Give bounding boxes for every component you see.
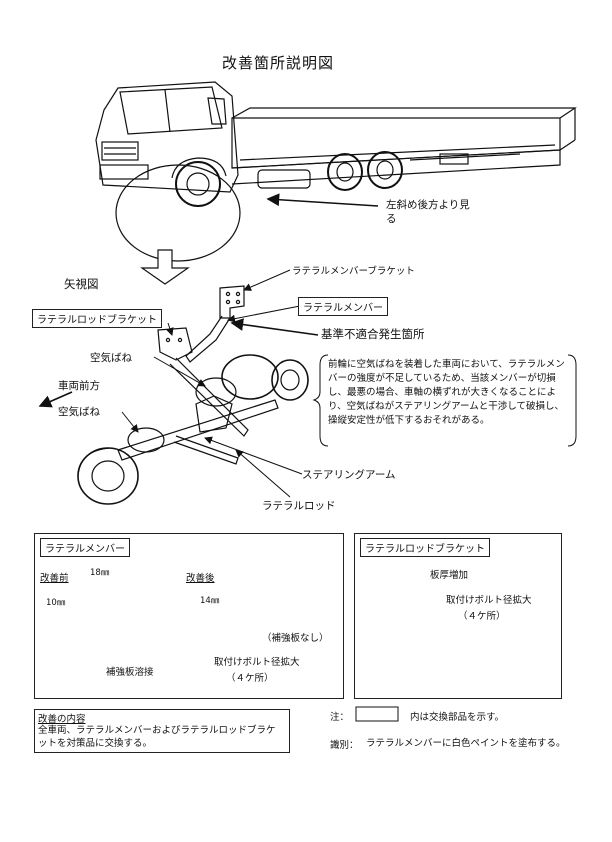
air-spring-lower-label: 空気ばね [58, 406, 100, 418]
after-label: 改善後 [186, 573, 215, 584]
truck-illustration [95, 81, 577, 207]
view-arrow [140, 249, 190, 285]
axle-assembly-illustration [77, 285, 309, 505]
before-label: 改善前 [40, 573, 69, 584]
lateral-rod-bracket-tag: ラテラルロッドブラケット [32, 309, 162, 328]
lateral-member-panel-header: ラテラルメンバー [40, 538, 130, 557]
view-label: 矢視図 [64, 277, 99, 291]
page-title: 改善箇所説明図 [222, 54, 335, 72]
nonconformity-description: 前輪に空気ばねを装着した車両において、ラテラルメンバーの強度が不足しているため、… [328, 359, 565, 426]
view-direction-note: 左斜め後方より見る [386, 199, 470, 225]
improvement-box [34, 709, 290, 753]
improvement-heading: 改善の内容 [38, 714, 86, 725]
weld-note: 補強板溶接 [106, 667, 154, 678]
view-direction-arrow [266, 193, 379, 207]
lateral-member-bracket-label: ラテラルメンバーブラケット [292, 266, 415, 277]
identification-prefix: 識別： [330, 740, 359, 751]
legend-sample-box [355, 706, 399, 722]
identification-text: ラテラルメンバーに白色ペイントを塗布する。 [366, 738, 566, 749]
steering-arm-label: ステアリングアーム [302, 469, 396, 481]
vehicle-front-label: 車両前方 [58, 380, 100, 392]
no-plate-note: （補強板なし） [262, 633, 329, 644]
legend-text: 内は交換部品を示す。 [410, 712, 505, 723]
focus-circle [115, 164, 241, 262]
bracket-bolt-count: （４ケ所） [458, 611, 506, 622]
member-bolt-note: 取付けボルト径拡大 [214, 657, 300, 668]
dim-10: 10㎜ [46, 598, 66, 608]
note-brace [312, 354, 329, 447]
lateral-rod-bracket-panel [354, 533, 562, 699]
lateral-rod-label: ラテラルロッド [262, 500, 336, 512]
lateral-member-tag: ラテラルメンバー [298, 297, 388, 316]
member-bolt-count: （４ケ所） [226, 673, 274, 684]
note-brace-right [567, 354, 577, 447]
legend-prefix: 注： [330, 712, 350, 723]
bracket-bolt-note: 取付けボルト径拡大 [446, 595, 532, 606]
lateral-rod-bracket-panel-header: ラテラルロッドブラケット [360, 538, 490, 557]
thickness-note: 板厚増加 [430, 570, 469, 581]
dim-18: 18㎜ [90, 568, 110, 578]
air-spring-upper-label: 空気ばね [90, 352, 132, 364]
dim-14: 14㎜ [200, 596, 220, 606]
nonconformity-label: 基準不適合発生箇所 [321, 327, 425, 341]
improvement-body: 全車両、ラテラルメンバーおよびラテラルロッドブラケットを対策品に交換する。 [38, 725, 276, 749]
leader-lines [38, 269, 319, 498]
lateral-member-panel [34, 533, 344, 699]
